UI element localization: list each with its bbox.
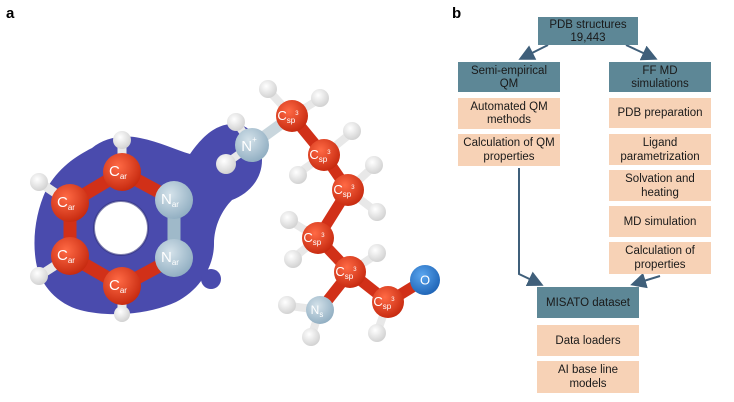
md-step-1-line-1: PDB preparation bbox=[617, 107, 702, 119]
atom-label-csp3-4: Csp3 bbox=[303, 230, 325, 247]
hydrogen-atom bbox=[289, 166, 307, 184]
output-1-line-1: Data loaders bbox=[555, 335, 620, 347]
hydrogen-atom bbox=[365, 156, 383, 174]
hydrogen-atom bbox=[302, 328, 320, 346]
hydrogen-atom bbox=[30, 173, 48, 191]
atom-label-nar-1: Nar bbox=[161, 191, 179, 209]
md-step-5: Calculation of properties bbox=[609, 242, 711, 274]
qm-header-line-1: Semi-empirical bbox=[471, 65, 547, 77]
md-step-3: Solvation and heating bbox=[609, 170, 711, 201]
sp3-carbon-atom bbox=[332, 174, 364, 206]
qm-step-2-line-1: Calculation of QM bbox=[463, 137, 554, 149]
ring-atoms: Car Car Nar Nar Car Car bbox=[51, 153, 193, 305]
sp3-carbon-atom bbox=[372, 286, 404, 318]
atom-label-car-2: Car bbox=[109, 163, 127, 181]
misato-dataset-box: MISATO dataset bbox=[537, 287, 639, 318]
flow-arrows bbox=[518, 44, 661, 289]
nitrogen-atom bbox=[306, 296, 334, 324]
output-data-loaders: Data loaders bbox=[537, 325, 639, 356]
qm-header-box: Semi-empirical QM bbox=[458, 62, 560, 92]
hydrogen-atom bbox=[284, 250, 302, 268]
qm-step-1: Automated QM methods bbox=[458, 98, 560, 129]
md-header-box: FF MD simulations bbox=[609, 62, 711, 92]
aromatic-carbon-atom bbox=[103, 267, 141, 305]
hydrogen-atom bbox=[227, 113, 245, 131]
atom-label-ns: Ns bbox=[311, 303, 324, 319]
sp3-carbon-atom bbox=[334, 256, 366, 288]
hydrogen-atom bbox=[113, 131, 131, 149]
aromatic-nitrogen-atom bbox=[155, 181, 193, 219]
aromatic-nitrogen-atom bbox=[155, 239, 193, 277]
md-step-2: Ligand parametrization bbox=[609, 134, 711, 165]
atom-label-car-4: Car bbox=[57, 247, 75, 265]
md-step-5-line-2: properties bbox=[634, 259, 685, 271]
hydrogen-atom bbox=[259, 80, 277, 98]
pdb-structures-box: PDB structures 19,443 bbox=[538, 17, 638, 45]
atom-label-csp3-6: Csp3 bbox=[373, 294, 395, 311]
md-step-3-line-2: heating bbox=[641, 187, 679, 199]
md-step-4: MD simulation bbox=[609, 206, 711, 237]
atom-label-csp3-2: Csp3 bbox=[309, 147, 331, 164]
chain-hydrogens bbox=[216, 80, 386, 346]
arrow-qm-to-misato bbox=[518, 168, 544, 287]
sp3-carbon-atom bbox=[308, 139, 340, 171]
pdb-line-1: PDB structures bbox=[549, 19, 627, 31]
md-step-4-line-1: MD simulation bbox=[624, 216, 697, 228]
output-ai-baseline: AI base line models bbox=[537, 361, 639, 393]
aromatic-carbon-atom bbox=[51, 237, 89, 275]
atom-label-o: O bbox=[420, 272, 430, 287]
pdb-line-2: 19,443 bbox=[570, 32, 605, 44]
panel-a-label: a bbox=[6, 5, 15, 22]
hydrogen-atom bbox=[114, 306, 130, 322]
oxygen-atom bbox=[410, 265, 440, 295]
hydrogen-atom bbox=[216, 154, 236, 174]
atom-label-csp3-1: Csp3 bbox=[277, 108, 299, 125]
qm-step-2-line-2: properties bbox=[483, 151, 534, 163]
qm-step-1-line-1: Automated QM bbox=[470, 101, 547, 113]
hydrogen-atom bbox=[368, 324, 386, 342]
md-header-line-2: simulations bbox=[631, 78, 689, 90]
atom-label-csp3-3: Csp3 bbox=[333, 182, 355, 199]
hydrogen-atom bbox=[278, 296, 296, 314]
atom-label-nar-2: Nar bbox=[161, 249, 179, 267]
output-2-line-1: AI base line bbox=[558, 364, 618, 376]
aromatic-carbon-atom bbox=[103, 153, 141, 191]
md-step-2-line-2: parametrization bbox=[620, 151, 699, 163]
sp3-carbon-atom bbox=[302, 222, 334, 254]
output-2-line-2: models bbox=[569, 378, 606, 390]
hydrogen-atom bbox=[311, 89, 329, 107]
hydrogen-atom bbox=[368, 203, 386, 221]
md-step-2-line-1: Ligand bbox=[643, 137, 678, 149]
arrow-pdb-to-qm bbox=[518, 44, 549, 60]
sp3-carbon-atom bbox=[276, 100, 308, 132]
hydrogen-atom bbox=[343, 122, 361, 140]
atom-label-car-1: Car bbox=[57, 194, 75, 212]
md-header-line-1: FF MD bbox=[642, 65, 677, 77]
ammonium-nitrogen-atom bbox=[235, 128, 269, 162]
arrow-md-to-misato bbox=[630, 272, 661, 289]
md-step-1: PDB preparation bbox=[609, 98, 711, 128]
arrow-pdb-to-md bbox=[625, 44, 658, 61]
atom-label-car-3: Car bbox=[109, 277, 127, 295]
atom-label-csp3-5: Csp3 bbox=[335, 264, 357, 281]
qm-header-line-2: QM bbox=[500, 78, 519, 90]
atom-label-nplus: N+ bbox=[241, 135, 257, 155]
panel-b-label: b bbox=[452, 5, 461, 22]
hydrogen-atom bbox=[368, 244, 386, 262]
aromatic-carbon-atom bbox=[51, 184, 89, 222]
md-step-5-line-1: Calculation of bbox=[625, 245, 695, 257]
misato-line-1: MISATO dataset bbox=[546, 297, 631, 309]
qm-step-2: Calculation of QM properties bbox=[458, 134, 560, 166]
hydrogen-atom bbox=[280, 211, 298, 229]
chain-atoms: N+ Csp3 Csp3 Csp3 Csp3 Csp3 Csp3 Ns O bbox=[235, 100, 440, 324]
hydrogen-atom bbox=[30, 267, 48, 285]
ring-hydrogens bbox=[30, 131, 131, 322]
qm-step-1-line-2: methods bbox=[487, 114, 531, 126]
md-step-3-line-1: Solvation and bbox=[625, 173, 695, 185]
